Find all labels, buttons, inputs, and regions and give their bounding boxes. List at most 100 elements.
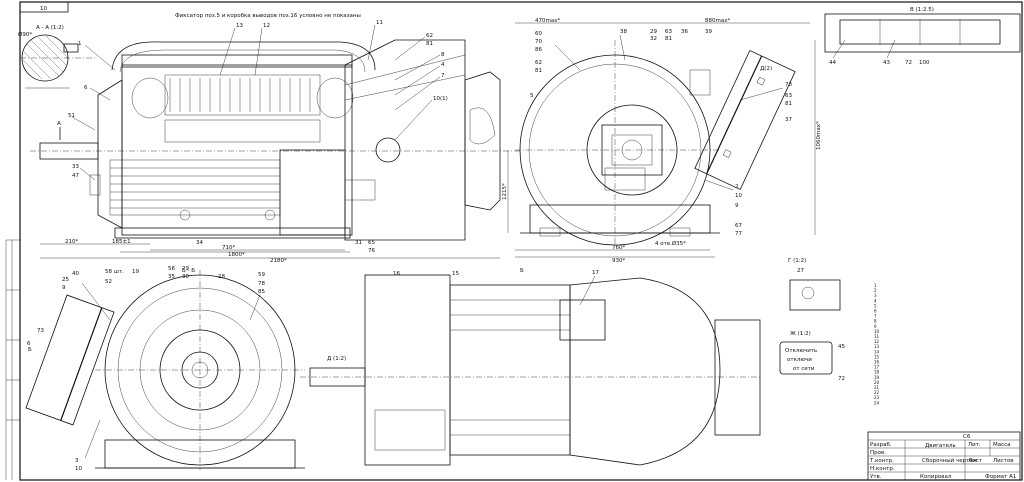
fan-hood	[464, 71, 501, 211]
right-list-item: 16	[874, 360, 880, 365]
callout-r-25: 25	[62, 277, 69, 283]
callout-9: 9	[735, 203, 739, 209]
callout-r-59: 59	[258, 272, 265, 278]
dim-side-h2: 1215*	[502, 183, 508, 200]
callout-15: 15	[452, 271, 459, 277]
callout-r-52: 52	[105, 279, 112, 285]
callout-8: 8	[441, 52, 445, 58]
side-callouts: 38 29 32 63 81 36 60 70 86 62 81 5 39 73…	[530, 29, 792, 237]
dim-front-d1: 210*	[65, 239, 78, 245]
view-zh-title: Ж (1:2)	[790, 331, 811, 337]
title-block: С6 Двигатель Сборочный чертеж Лит. Масса…	[867, 431, 1021, 481]
title-mass: Масса	[993, 442, 1011, 448]
callout-34: 34	[196, 240, 203, 246]
title-copied: Копировал	[920, 474, 952, 480]
key-slot	[63, 43, 79, 53]
right-list-item: 8	[874, 319, 877, 324]
plate-line2: отключи	[787, 357, 812, 363]
view-v: В (1:2.5) 44 43 72 100	[824, 7, 1021, 66]
right-list-item: 3	[874, 293, 877, 298]
dim-front-total: 2180*	[270, 258, 287, 264]
top-note: Фиксатор поз.5 и коробка выводов поз.16 …	[175, 13, 361, 19]
right-list-item: 23	[874, 395, 880, 400]
front-view: 210* 185±1 710* 1800* 2180* А	[30, 39, 520, 264]
view-v-title: В (1:2.5)	[910, 7, 934, 13]
right-details: Г (1:2) 27 Ж (1:2) Отключить отключи от …	[779, 258, 845, 382]
callout-r-6: 6	[27, 341, 31, 347]
title-role-2: Т.контр.	[869, 458, 894, 464]
title-role-3: Н.контр.	[870, 466, 895, 472]
right-list-item: 21	[874, 385, 880, 390]
right-list-item: 5	[874, 303, 877, 308]
dim-side-w1: 470max*	[535, 18, 560, 24]
rear-callouts: 40 25 9 58 шт. 19 52 56 35 29 30 28 59 7…	[27, 266, 265, 472]
top-housing	[449, 284, 571, 456]
callout-r-73: 73	[37, 328, 44, 334]
callout-81a: 81	[665, 36, 672, 42]
callout-32: 32	[650, 36, 657, 42]
callout-45: 45	[838, 344, 845, 350]
callout-63b: 63	[785, 93, 792, 99]
side-view: 470max* 880max* 760* 930* 4 отв.Ø35* 106…	[502, 18, 822, 264]
callout-r-40: 40	[72, 271, 79, 277]
right-list-item: 11	[874, 334, 880, 339]
top-cover	[111, 41, 376, 71]
title-name: Двигатель	[925, 443, 956, 449]
right-list-item: 12	[874, 339, 880, 344]
front-callouts: 13 12 11 62 81 8 4 7 10(1) 1 6 51 33 47 …	[68, 20, 448, 254]
phi-dim: Ø90*	[18, 31, 32, 38]
callout-81b: 81	[535, 68, 542, 74]
plate-line3: от сети	[793, 366, 815, 372]
callout-2: 2	[735, 184, 739, 190]
callout-r-35: 35	[168, 274, 175, 280]
right-list-item: 7	[874, 314, 877, 319]
arrow-b-label: Б	[28, 347, 32, 353]
view-b-title: Б	[520, 268, 524, 274]
callout-72r: 72	[838, 376, 845, 382]
dim-side-w2: 880max*	[705, 18, 730, 24]
view-g-title: Г (1:2)	[788, 258, 806, 264]
right-list-item: 13	[874, 344, 880, 349]
title-role-1: Пров.	[870, 450, 886, 456]
callout-r-56: 56	[168, 266, 175, 272]
callout-5: 5	[530, 93, 534, 99]
callout-60: 60	[535, 31, 542, 37]
title-sheets: Листов	[993, 458, 1014, 464]
callout-12: 12	[263, 23, 270, 29]
callout-47: 47	[72, 173, 79, 179]
dim-front-len2: 710*	[222, 245, 235, 251]
dim-side-w3: 930*	[612, 258, 625, 264]
dim-side-w4: 760*	[612, 245, 625, 251]
right-list-item: 15	[874, 354, 880, 359]
top-end-shield	[364, 274, 451, 466]
dim-front-len1: 1800*	[228, 252, 245, 258]
sheet-frame	[19, 1, 1023, 481]
plate-line1: Отключить	[785, 348, 817, 354]
stator-windings	[131, 74, 354, 143]
title-role-4: Утв.	[870, 474, 882, 480]
right-list-item: 19	[874, 375, 880, 380]
callout-r-9: 9	[62, 285, 66, 291]
callout-6: 6	[84, 85, 88, 91]
right-list-item: 6	[874, 309, 877, 314]
callout-r-78: 78	[258, 281, 265, 287]
callout-r-28: 28	[218, 274, 225, 280]
top-fan-cowl	[569, 277, 721, 466]
right-list-item: 10	[874, 329, 880, 334]
callout-4: 4	[441, 62, 445, 68]
callout-39: 39	[705, 29, 712, 35]
feet	[114, 227, 351, 239]
callout-r-85: 85	[258, 289, 265, 295]
callout-73: 73	[785, 82, 792, 88]
callout-33: 33	[72, 164, 79, 170]
stator-housing	[121, 64, 353, 236]
callout-31: 31	[355, 240, 362, 246]
callout-r-58: 58 шт.	[105, 269, 124, 275]
section-aa: А - А (1:2) Ø90*	[18, 25, 95, 89]
right-list-item: 24	[874, 400, 880, 405]
right-list-item: 20	[874, 380, 880, 385]
callout-51: 51	[68, 113, 75, 119]
callout-29: 29	[650, 29, 657, 35]
callout-37: 37	[785, 117, 792, 123]
